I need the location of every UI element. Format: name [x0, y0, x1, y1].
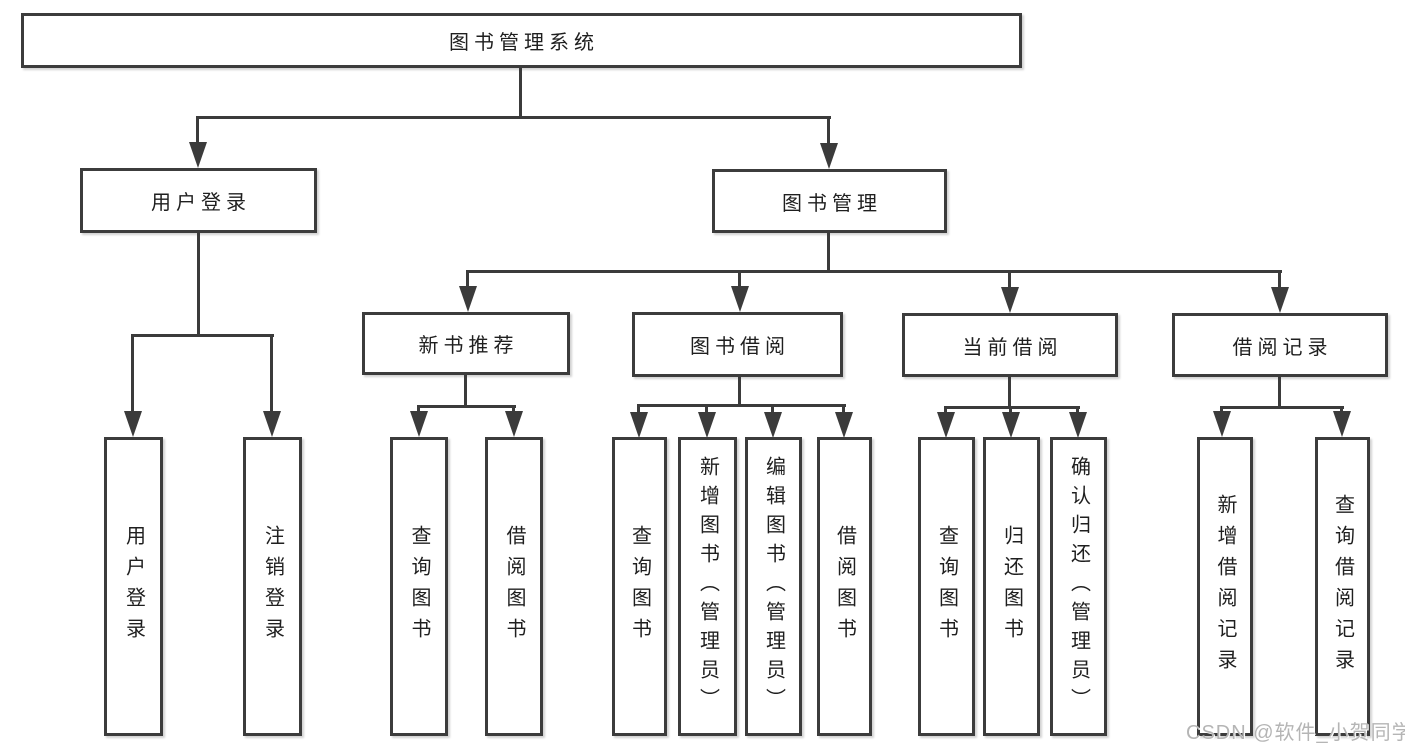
connector-bookmgmt-trunk	[827, 233, 830, 273]
leaf-confirm-return-admin: 确认归还（管理员）	[1050, 437, 1107, 736]
connector-stem-bor-add	[705, 404, 708, 418]
leaf-query-books-current: 查询图书	[918, 437, 975, 736]
node-book-borrowing: 图书借阅	[632, 312, 843, 377]
arrowhead-current-icon	[1001, 287, 1019, 313]
connector-stem-records	[1278, 270, 1281, 291]
arrowhead-leaf-user-login-icon	[124, 411, 142, 437]
node-label: 图书管理系统	[449, 32, 599, 54]
arrowhead-recd-query-icon	[1333, 411, 1351, 437]
arrowhead-bor-edit-icon	[764, 412, 782, 438]
leaf-add-borrow-record: 新增借阅记录	[1197, 437, 1253, 736]
arrowhead-bor-borrow-icon	[835, 412, 853, 438]
node-label: 图书管理	[782, 192, 882, 215]
connector-stem-bor-query	[637, 404, 640, 418]
node-label: 用户登录	[151, 192, 251, 214]
connector-records-trunk	[1278, 377, 1281, 409]
connector-recommend-split	[417, 405, 516, 408]
node-user-login: 用户登录	[80, 168, 317, 233]
leaf-label: 查询图书	[935, 524, 958, 649]
node-label: 当前借阅	[962, 336, 1063, 359]
leaf-label: 借阅图书	[503, 524, 525, 649]
leaf-label: 新增借阅记录	[1214, 493, 1236, 680]
arrowhead-cur-confirm-icon	[1069, 412, 1087, 438]
connector-records-split	[1220, 406, 1344, 409]
arrowhead-user-login-icon	[189, 142, 207, 168]
leaf-label: 归还图书	[1000, 524, 1023, 649]
leaf-label: 注销登录	[261, 524, 284, 649]
connector-stem-leaf-user-login	[131, 334, 134, 414]
connector-stem-recommend	[466, 270, 469, 290]
connector-root-split	[196, 116, 831, 119]
node-library-management-system: 图书管理系统	[21, 13, 1022, 68]
leaf-borrow-books-recommend: 借阅图书	[485, 437, 543, 736]
arrowhead-rec-query-icon	[410, 411, 428, 437]
leaf-return-book: 归还图书	[983, 437, 1040, 736]
leaf-label: 查询图书	[408, 524, 430, 649]
leaf-query-books-borrowing: 查询图书	[612, 437, 667, 736]
connector-stem-current	[1008, 270, 1011, 291]
node-new-book-recommendation: 新书推荐	[362, 312, 570, 375]
arrowhead-records-icon	[1271, 287, 1289, 313]
node-label: 借阅记录	[1232, 336, 1333, 359]
node-book-management: 图书管理	[712, 169, 947, 233]
arrowhead-cur-return-icon	[1002, 412, 1020, 438]
leaf-query-borrow-record: 查询借阅记录	[1315, 437, 1370, 736]
connector-userlogin-trunk	[197, 232, 200, 337]
leaf-label: 查询借阅记录	[1331, 493, 1354, 680]
connector-stem-borrowing	[738, 270, 741, 290]
leaf-add-book-admin: 新增图书（管理员）	[678, 437, 737, 736]
arrowhead-bor-query-icon	[630, 412, 648, 438]
connector-borrowing-split	[637, 404, 846, 407]
arrowhead-bor-add-icon	[698, 412, 716, 438]
arrowhead-book-management-icon	[820, 143, 838, 169]
leaf-borrow-books-borrowing: 借阅图书	[817, 437, 872, 736]
arrowhead-recommend-icon	[459, 286, 477, 312]
arrowhead-recd-add-icon	[1213, 411, 1231, 437]
leaf-label: 新增图书（管理员）	[696, 456, 719, 717]
node-label: 新书推荐	[418, 335, 519, 357]
connector-recommend-trunk	[464, 375, 467, 408]
leaf-label: 确认归还（管理员）	[1067, 456, 1090, 717]
connector-userlogin-split	[131, 334, 274, 337]
csdn-watermark: CSDN @软件_小贺同学	[1186, 722, 1405, 744]
arrowhead-rec-borrow-icon	[505, 411, 523, 437]
arrowhead-cur-query-icon	[937, 412, 955, 438]
connector-borrowing-trunk	[738, 377, 741, 407]
arrowhead-borrowing-icon	[731, 286, 749, 312]
node-borrowing-records: 借阅记录	[1172, 313, 1388, 377]
connector-stem-user-login	[196, 116, 199, 148]
connector-stem-bor-edit	[771, 404, 774, 418]
leaf-query-books-recommend: 查询图书	[390, 437, 448, 736]
leaf-label: 查询图书	[628, 524, 651, 649]
connector-root-trunk	[519, 66, 522, 119]
leaf-user-login: 用户登录	[104, 437, 163, 736]
node-current-borrowing: 当前借阅	[902, 313, 1118, 377]
connector-stem-book-management	[827, 116, 830, 149]
connector-current-trunk	[1008, 377, 1011, 409]
arrowhead-leaf-logout-icon	[263, 411, 281, 437]
connector-current-split	[944, 406, 1080, 409]
leaf-logout: 注销登录	[243, 437, 302, 736]
connector-stem-leaf-logout	[270, 334, 273, 414]
node-label: 图书借阅	[690, 336, 790, 358]
leaf-label: 编辑图书（管理员）	[762, 456, 785, 717]
leaf-label: 用户登录	[122, 524, 145, 649]
connector-bookmgmt-split	[466, 270, 1282, 273]
leaf-label: 借阅图书	[833, 524, 856, 649]
connector-stem-bor-borrow	[842, 404, 845, 418]
leaf-edit-book-admin: 编辑图书（管理员）	[745, 437, 802, 736]
